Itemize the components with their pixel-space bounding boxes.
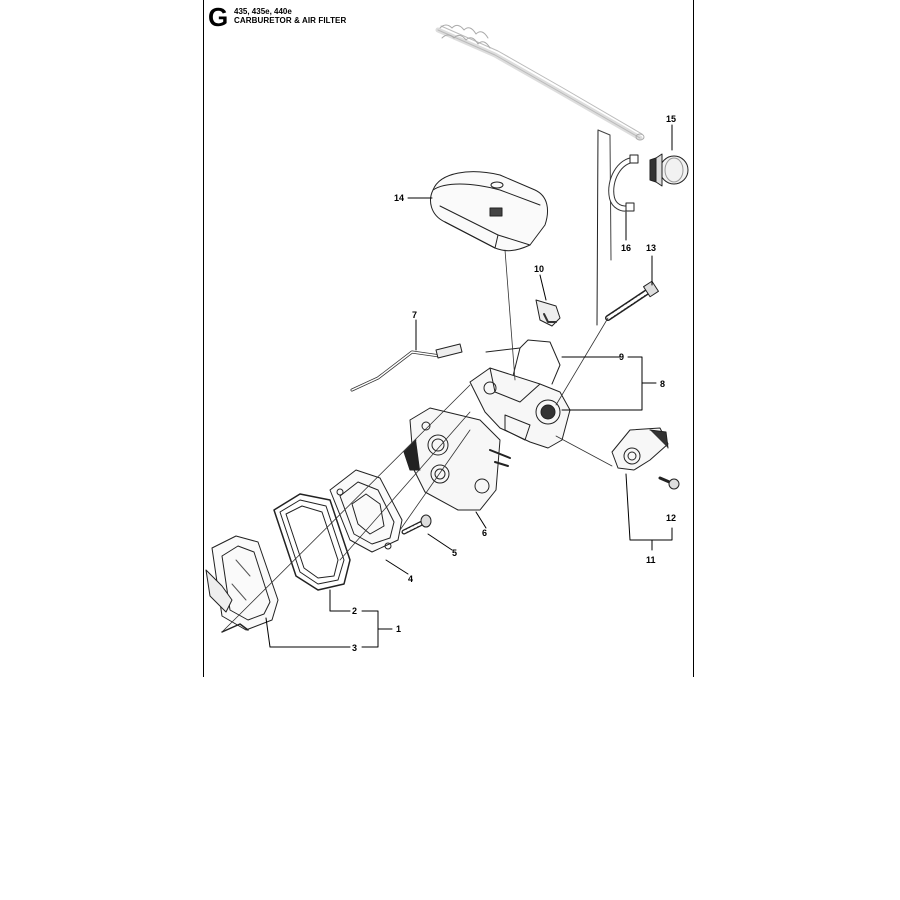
clip-icon xyxy=(535,299,561,327)
alignment-line xyxy=(221,384,471,633)
cable-icon xyxy=(435,24,645,141)
primer-bulb-icon xyxy=(649,153,689,187)
callout-10: 10 xyxy=(534,264,544,274)
lever-icon xyxy=(611,427,669,471)
alignment-line xyxy=(504,249,516,381)
callout-16: 16 xyxy=(621,243,631,253)
callout-3: 3 xyxy=(352,643,357,653)
callout-9: 9 xyxy=(619,352,624,362)
callout-15: 15 xyxy=(666,114,676,124)
callout-14: 14 xyxy=(394,193,404,203)
callout-6: 6 xyxy=(482,528,487,538)
model-list: 435, 435e, 440e xyxy=(234,7,292,16)
holder-icon xyxy=(205,535,279,633)
rod-icon xyxy=(350,343,463,392)
alignment-line xyxy=(555,435,613,467)
callout-leaders xyxy=(265,124,673,648)
carburetor-icon xyxy=(403,407,511,511)
callout-2: 2 xyxy=(352,606,357,616)
section-title: CARBURETOR & AIR FILTER xyxy=(234,16,347,25)
adapter-icon xyxy=(469,367,571,449)
bolt-icon xyxy=(605,280,659,321)
callout-7: 7 xyxy=(412,310,417,320)
cover-icon xyxy=(430,171,548,252)
callout-4: 4 xyxy=(408,574,413,584)
reference-line xyxy=(597,129,612,261)
screw-icon xyxy=(401,514,432,535)
screw-icon xyxy=(658,476,680,490)
callout-11: 11 xyxy=(646,555,656,565)
callout-8: 8 xyxy=(660,379,665,389)
callout-12: 12 xyxy=(666,513,676,523)
callout-5: 5 xyxy=(452,548,457,558)
alignment-line xyxy=(555,317,609,406)
hose-icon xyxy=(608,154,639,212)
page-frame xyxy=(203,0,694,677)
callout-13: 13 xyxy=(646,243,656,253)
callout-1: 1 xyxy=(396,624,401,634)
reference-line xyxy=(596,129,599,326)
section-letter: G xyxy=(208,2,229,32)
